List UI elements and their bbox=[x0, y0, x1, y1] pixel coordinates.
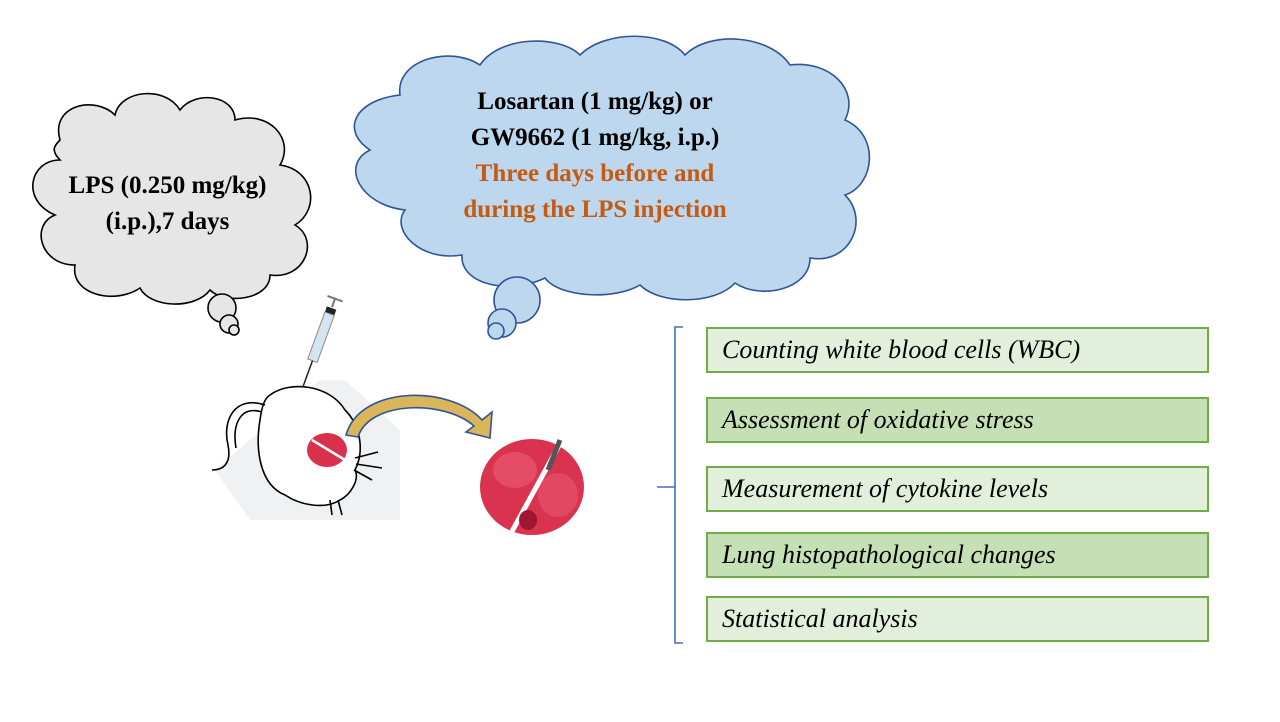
treatment-thought-cloud bbox=[353, 35, 871, 340]
outcomes-bracket bbox=[657, 326, 683, 644]
lps-dose-label: LPS (0.250 mg/kg) bbox=[68, 172, 267, 199]
lung-image bbox=[480, 438, 584, 537]
outcome-box-wbc: Counting white blood cells (WBC) bbox=[706, 327, 1209, 373]
timing-label-1: Three days before and bbox=[475, 160, 715, 187]
outcome-box-oxidative-stress: Assessment of oxidative stress bbox=[706, 397, 1209, 443]
outcome-box-histopathology: Lung histopathological changes bbox=[706, 532, 1209, 578]
outcome-box-statistics: Statistical analysis bbox=[706, 596, 1209, 642]
losartan-label: Losartan (1 mg/kg) or bbox=[477, 88, 713, 115]
lps-thought-cloud bbox=[32, 92, 312, 336]
lps-cloud-text: LPS (0.250 mg/kg) (i.p.),7 days bbox=[35, 168, 300, 240]
lps-route-label: (i.p.),7 days bbox=[105, 208, 230, 235]
curved-arrow bbox=[344, 394, 493, 440]
timing-label-2: during the LPS injection bbox=[463, 196, 727, 223]
gw9662-label: GW9662 (1 mg/kg, i.p.) bbox=[470, 124, 720, 151]
outcome-box-cytokines: Measurement of cytokine levels bbox=[706, 466, 1209, 512]
treatment-cloud-text: Losartan (1 mg/kg) or GW9662 (1 mg/kg, i… bbox=[400, 84, 790, 228]
syringe-icon bbox=[296, 294, 343, 405]
